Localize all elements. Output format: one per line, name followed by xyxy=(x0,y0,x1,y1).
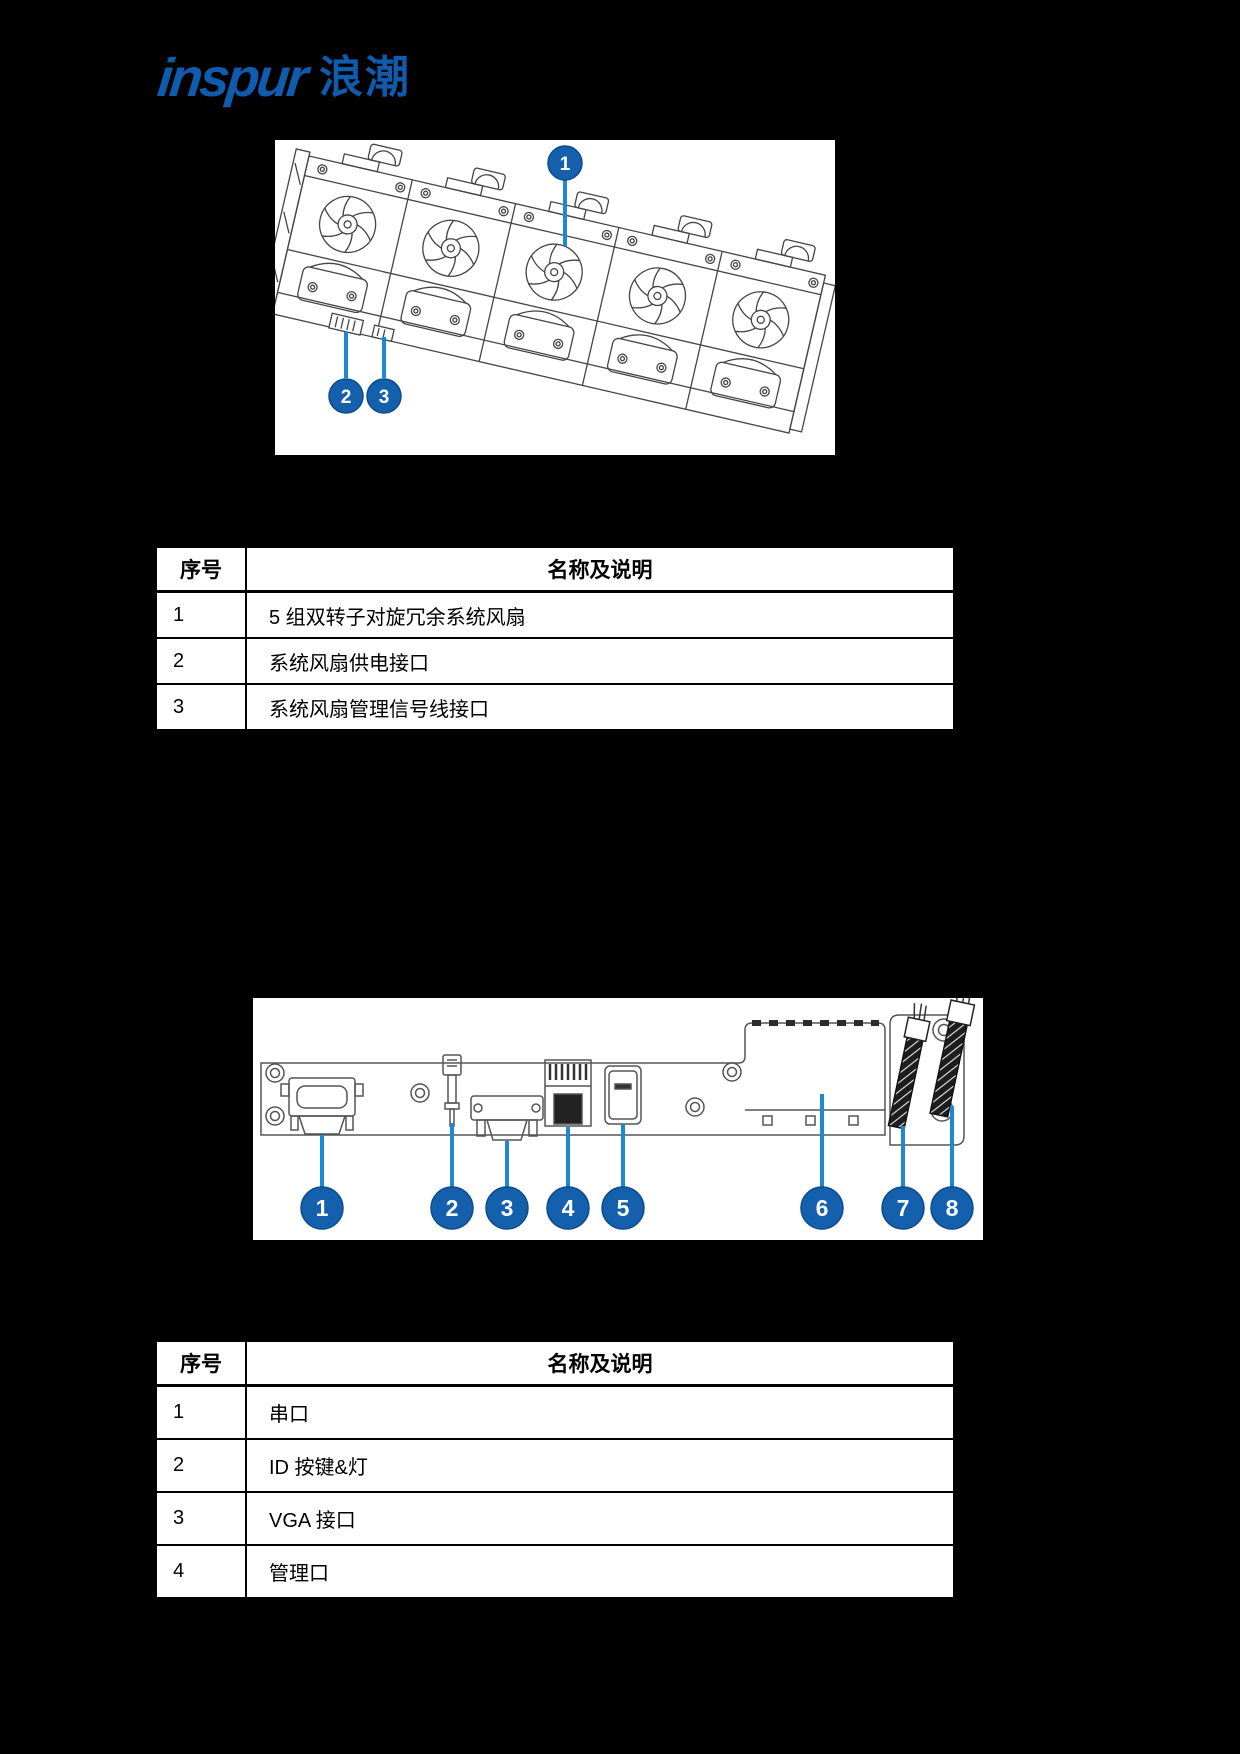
fan-module-4 xyxy=(606,215,717,385)
table-row: 4 管理口 xyxy=(155,1544,955,1599)
callout-4-ball xyxy=(546,1186,590,1230)
callout-3-ball xyxy=(366,378,402,414)
left-end-bracket xyxy=(275,148,311,319)
serial-port xyxy=(280,1077,364,1135)
cable-assembly-8 xyxy=(929,998,976,1118)
callout-5-ball xyxy=(601,1186,645,1230)
row-description: 管理口 xyxy=(245,1544,955,1599)
vga-port xyxy=(470,1095,544,1141)
rear-panel-table: 序号 名称及说明 1 串口 2 ID 按键&灯 3 VGA 接口 4 管理口 xyxy=(155,1340,955,1599)
table-row: 3 系统风扇管理信号线接口 xyxy=(155,683,955,731)
fan-module-5 xyxy=(710,239,820,409)
cable-assembly-7 xyxy=(887,1003,931,1130)
callout-3-label: 3 xyxy=(379,387,390,408)
table-header-row: 序号 名称及说明 xyxy=(155,546,955,593)
fan-module-3 xyxy=(503,191,613,361)
callout-1-label: 1 xyxy=(560,154,571,175)
callout-8-ball xyxy=(930,1186,974,1230)
callout-7-ball xyxy=(881,1186,925,1230)
callout-2-ball xyxy=(430,1186,474,1230)
figure2-callouts: 1 2 3 4 5 6 7 8 xyxy=(300,1094,974,1230)
module-bay xyxy=(745,1020,885,1126)
callout-8-label: 8 xyxy=(946,1195,959,1221)
fan-module-drawing: 1 2 3 xyxy=(275,143,835,434)
callout-5-label: 5 xyxy=(617,1195,630,1221)
row-number: 3 xyxy=(155,1491,247,1546)
fan-module-table: 序号 名称及说明 1 5 组双转子对旋冗余系统风扇 2 系统风扇供电接口 3 系… xyxy=(155,546,955,731)
table-row: 2 ID 按键&灯 xyxy=(155,1438,955,1493)
rear-panel-drawing: 1 2 3 4 5 6 7 8 xyxy=(260,998,976,1230)
fan-module-2 xyxy=(400,167,510,338)
table-header-row: 序号 名称及说明 xyxy=(155,1340,955,1387)
table-row: 1 串口 xyxy=(155,1384,955,1440)
callout-6-label: 6 xyxy=(816,1195,829,1221)
figure1-callouts: 1 2 3 xyxy=(328,145,583,414)
header-cell-desc: 名称及说明 xyxy=(245,546,955,593)
callout-3-ball xyxy=(485,1186,529,1230)
callout-1-label: 1 xyxy=(316,1195,329,1221)
fan-cage xyxy=(275,143,835,434)
table-row: 1 5 组双转子对旋冗余系统风扇 xyxy=(155,590,955,639)
callout-2-ball xyxy=(328,378,364,414)
row-number: 2 xyxy=(155,637,247,685)
inspur-wordmark: inspur xyxy=(154,48,309,108)
row-number: 1 xyxy=(155,590,247,639)
header-cell-no: 序号 xyxy=(155,1340,247,1387)
panel-screw-holes xyxy=(265,1062,742,1126)
row-number: 3 xyxy=(155,683,247,731)
fan-power-connector xyxy=(328,312,365,336)
row-description: 系统风扇管理信号线接口 xyxy=(245,683,955,731)
fan-module-figure: 1 2 3 xyxy=(275,140,835,455)
header-cell-no: 序号 xyxy=(155,546,247,593)
callout-1-ball xyxy=(547,145,583,181)
callout-1-ball xyxy=(300,1186,344,1230)
management-port xyxy=(544,1059,592,1127)
table-row: 2 系统风扇供电接口 xyxy=(155,637,955,685)
row-number: 4 xyxy=(155,1544,247,1599)
callout-2-label: 2 xyxy=(446,1195,459,1221)
row-description: 系统风扇供电接口 xyxy=(245,637,955,685)
rear-panel-figure: 1 2 3 4 5 6 7 8 xyxy=(253,998,983,1240)
right-end-bracket xyxy=(789,282,835,433)
fan-signal-connector xyxy=(371,324,395,343)
callout-2-label: 2 xyxy=(341,387,352,408)
row-description: 5 组双转子对旋冗余系统风扇 xyxy=(245,590,955,639)
row-number: 2 xyxy=(155,1438,247,1493)
row-description: 串口 xyxy=(245,1384,955,1440)
id-button xyxy=(442,1054,462,1127)
inspur-logo: inspur 浪潮 xyxy=(154,48,412,108)
callout-6-ball xyxy=(800,1186,844,1230)
fan-module-1 xyxy=(297,143,407,314)
callout-3-label: 3 xyxy=(501,1195,514,1221)
table-row: 3 VGA 接口 xyxy=(155,1491,955,1546)
callout-4-label: 4 xyxy=(562,1195,575,1221)
header-cell-desc: 名称及说明 xyxy=(245,1340,955,1387)
row-description: ID 按键&灯 xyxy=(245,1438,955,1493)
row-description: VGA 接口 xyxy=(245,1491,955,1546)
callout-7-label: 7 xyxy=(897,1195,910,1221)
inspur-cjk-wordmark: 浪潮 xyxy=(319,53,412,102)
row-number: 1 xyxy=(155,1384,247,1440)
